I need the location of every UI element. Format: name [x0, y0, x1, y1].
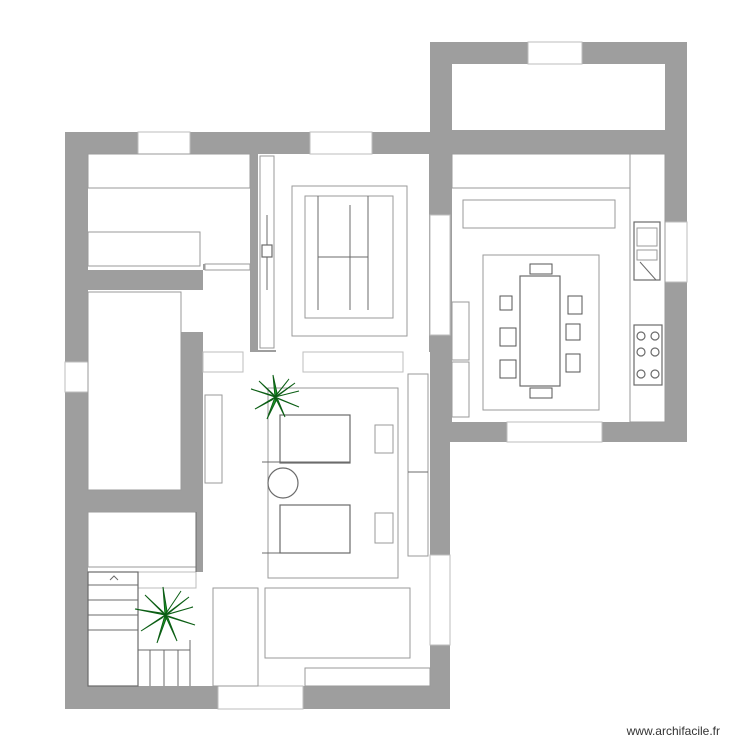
windows — [64, 41, 688, 710]
sofa-top — [279, 414, 351, 464]
bed-left — [87, 291, 182, 491]
room-top-right — [452, 64, 665, 130]
sink-icon — [633, 221, 661, 281]
dining-chairs — [499, 263, 583, 399]
dining-table — [519, 275, 561, 387]
bench-top-left — [87, 231, 201, 267]
side-cabinet — [204, 394, 223, 484]
watermark: www.archifacile.fr — [626, 724, 720, 738]
plant-icon — [250, 374, 300, 420]
armchair — [267, 467, 299, 499]
sideboard — [462, 199, 616, 229]
tv-unit — [407, 373, 429, 557]
sofa-bottom — [279, 504, 351, 554]
corridor — [203, 270, 250, 352]
bottom-cabinet — [212, 587, 259, 687]
counter-top-left — [87, 153, 251, 189]
cooktop-icon — [633, 324, 663, 386]
bottom-console — [264, 587, 411, 659]
staircase-icon — [87, 571, 191, 687]
upper-cabinet — [451, 153, 631, 189]
plant-icon — [134, 586, 196, 644]
